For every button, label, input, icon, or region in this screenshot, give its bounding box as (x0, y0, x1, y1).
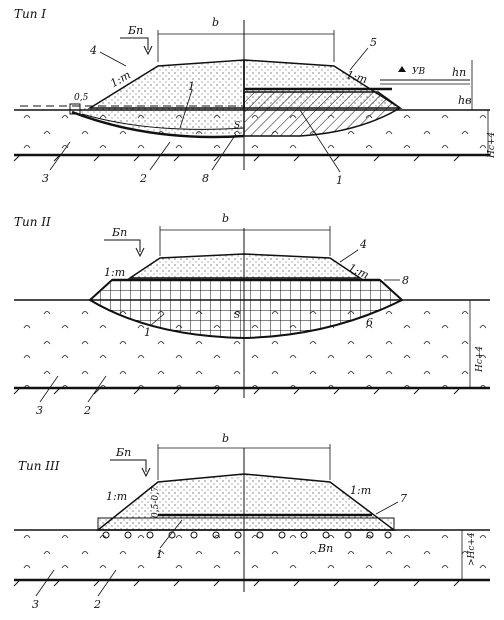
type-3-base-layer (97, 517, 395, 531)
type-2-base-hatch (13, 387, 461, 395)
type-1-label-yv: УВ (412, 67, 426, 77)
type-2-label-1: 1 (144, 326, 151, 339)
type-3-label-bn: Бп (115, 446, 131, 459)
type-2-label-4: 4 (359, 238, 367, 251)
type-1-left-excavation-inner (81, 113, 245, 130)
type-1-label-5: 5 (370, 36, 377, 49)
type-1-base-hatch (13, 154, 461, 162)
type-3-label-slope-right: 1:m (350, 484, 371, 497)
type-1-label-3: 3 (42, 172, 49, 185)
type-1-left-excavation (80, 108, 244, 136)
type-1-bn-arrow-icon (143, 45, 153, 56)
type-1-title: Тип I (14, 7, 46, 21)
type-2-title: Тип II (14, 215, 51, 229)
type-2-section: Тип II b Бп Hс+4 1:m 1:m S 4 (13, 212, 490, 417)
type-1-label-2: 2 (139, 172, 147, 185)
type-2-gridded-body (88, 279, 404, 340)
type-2-label-8: 8 (402, 274, 409, 287)
type-2-label-bn: Бп (111, 226, 127, 239)
type-3-label-3: 3 (32, 598, 39, 611)
type-3-label-b: b (222, 432, 229, 445)
type-2-label-2: 2 (83, 404, 91, 417)
type-1-label-1b: 1 (336, 174, 343, 187)
type-1-label-4: 4 (89, 44, 97, 57)
type-3-label-slope: 1:m (106, 490, 127, 503)
type-3-bn-arrow-icon (141, 467, 151, 478)
type-2-bn-arrow-icon (135, 247, 145, 258)
type-2-embankment (127, 253, 363, 279)
type-3-title: Тип III (18, 459, 60, 473)
type-1-label-1: 1 (188, 80, 195, 93)
type-3-section: Тип III b Бп (13, 432, 490, 611)
type-1-left-excavation-bottom (71, 110, 245, 139)
type-1-right-peat (243, 91, 402, 137)
type-1-section: Тип I b (13, 7, 497, 187)
type-2-label-slope: 1:m (104, 266, 125, 279)
type-1-label-slope-right: 1:m (345, 68, 369, 86)
type-1-label-s: S (234, 121, 240, 131)
type-3-label-7: 7 (400, 492, 407, 505)
type-1-label-bn: Бп (127, 24, 143, 37)
type-1-berm (69, 103, 81, 115)
type-3-label-thickness: 0,5-0,7 (151, 486, 161, 518)
type-3-soil (16, 530, 486, 580)
type-2-label-3: 3 (36, 404, 43, 417)
type-2-label-hc: Hс+4 (475, 346, 485, 373)
type-1-label-b: b (212, 16, 219, 29)
type-2-label-b: b (222, 212, 229, 225)
type-3-label-1: 1 (156, 548, 163, 561)
type-1-label-8: 8 (202, 172, 209, 185)
type-2-label-6: 6 (366, 316, 373, 329)
type-1-label-hn: hп (452, 66, 466, 79)
type-3-base-hatch (13, 579, 461, 587)
type-2-label-s: S (234, 311, 240, 321)
type-3-label-vn: Вп (317, 542, 333, 555)
type-3-label-2: 2 (93, 598, 101, 611)
type-1-label-hv: hв (458, 94, 472, 107)
type-3-drain-row (102, 531, 392, 539)
type-1-water-level-marker-icon (398, 66, 406, 72)
type-1-label-05: 0,5 (74, 93, 89, 103)
type-3-label-hc: >Hс+4 (467, 532, 477, 566)
type-1-label-hc: Hс+4 (487, 132, 497, 159)
